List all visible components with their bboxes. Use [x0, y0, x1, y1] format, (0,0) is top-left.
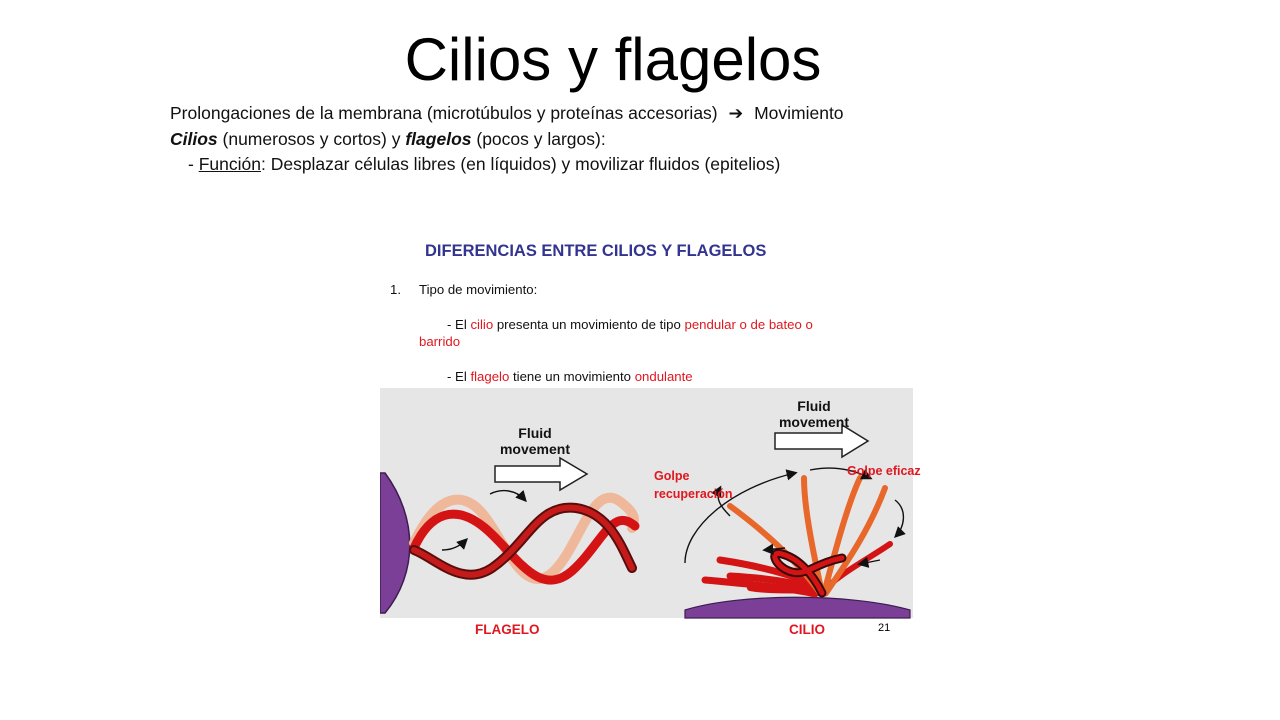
cilio-prefix: - El	[447, 317, 471, 332]
cilio-arrow-arc	[684, 469, 798, 564]
intro-line-3-text: : Desplazar células libres (en líquidos)…	[260, 154, 781, 174]
intro-line-2-end: (pocos y largos):	[471, 128, 606, 149]
flagelo-cell-body	[380, 472, 411, 614]
cilio-current-inner	[772, 550, 845, 596]
movement-illustration: Fluid movement Fluid movement Golpe recu…	[380, 388, 921, 619]
right-arrow-icon: ➔	[728, 103, 744, 123]
cilio-description: - El cilio presenta un movimiento de tip…	[447, 317, 813, 332]
flagelo-prefix: - El	[447, 369, 471, 384]
funcion-label: Función	[198, 154, 261, 174]
flagelo-description: - El flagelo tiene un movimiento ondulan…	[447, 369, 693, 384]
item-title: Tipo de movimiento:	[419, 282, 538, 297]
flagelo-wave-current-inner	[411, 504, 635, 578]
figure-page-number: 21	[878, 622, 891, 634]
item-number: 1.	[390, 282, 401, 297]
cilio-middle: presenta un movimiento de tipo	[493, 317, 685, 332]
cilio-fluid-label-2: movement	[779, 414, 849, 430]
cilio-arrow-left	[711, 485, 731, 517]
flagelo-motion-arrow-2	[441, 538, 468, 551]
cilios-term: Cilios	[170, 128, 218, 149]
golpe-eficaz-label: Golpe eficaz	[847, 464, 921, 478]
flagelo-type: ondulante	[634, 369, 693, 384]
flagelo-wave-red	[409, 509, 640, 585]
intro-text: Prolongaciones de la membrana (microtúbu…	[170, 101, 1070, 178]
cilio-effective-4	[823, 485, 888, 596]
cilio-effective-3	[821, 475, 863, 596]
cilio-arrow-bottom-2	[857, 556, 881, 568]
cilio-type: pendular o de bateo o	[684, 317, 813, 332]
flagelo-subject: flagelo	[470, 369, 510, 384]
slide-title: Cilios y flagelos	[404, 26, 822, 93]
intro-line-3-dash: -	[188, 154, 199, 174]
flagelo-wave-ghost	[409, 492, 639, 584]
flagelo-fluid-arrow	[494, 456, 589, 492]
cilio-arrow-top	[809, 467, 873, 480]
flagelo-fluid-label-1: Fluid	[518, 425, 551, 441]
cilio-arrow-right	[894, 499, 906, 538]
intro-line-2-mid: (numerosos y cortos) y	[217, 128, 406, 149]
cilio-type-continued: barrido	[419, 334, 461, 349]
cilio-fluid-arrow	[774, 423, 870, 459]
cilia-flagella-figure: DIFERENCIAS ENTRE CILIOS Y FLAGELOS 1. T…	[378, 232, 938, 642]
cilio-recovery-4	[747, 585, 823, 596]
golpe-recuperacion-label-2: recuperación	[654, 487, 733, 501]
cilio-fluid-label-1: Fluid	[797, 398, 830, 414]
cilio-effective-2	[801, 475, 825, 596]
cilio-subject: cilio	[470, 317, 494, 332]
intro-line-3: - Función: Desplazar células libres (en …	[170, 152, 1070, 178]
intro-line-1-end: Movimiento	[754, 103, 844, 123]
figure-heading: DIFERENCIAS ENTRE CILIOS Y FLAGELOS	[425, 242, 767, 260]
caption-cilio: CILIO	[789, 622, 825, 637]
flagelo-motion-arrow-1	[489, 489, 527, 503]
cilio-cell-base	[684, 596, 911, 619]
intro-line-1-text: Prolongaciones de la membrana (microtúbu…	[170, 103, 718, 123]
intro-line-2: Cilios (numerosos y cortos) y flagelos (…	[170, 127, 1070, 153]
golpe-recuperacion-label-1: Golpe	[654, 469, 689, 483]
flagelo-fluid-label-2: movement	[500, 441, 570, 457]
flagelo-middle: tiene un movimiento	[509, 369, 635, 384]
cilio-arrow-bottom	[762, 543, 786, 555]
movement-illustration-svg: Fluid movement Fluid movement Golpe recu…	[380, 398, 921, 619]
caption-flagelo: FLAGELO	[475, 622, 540, 637]
intro-line-1: Prolongaciones de la membrana (microtúbu…	[170, 101, 1070, 127]
flagelos-term: flagelos	[405, 128, 472, 149]
